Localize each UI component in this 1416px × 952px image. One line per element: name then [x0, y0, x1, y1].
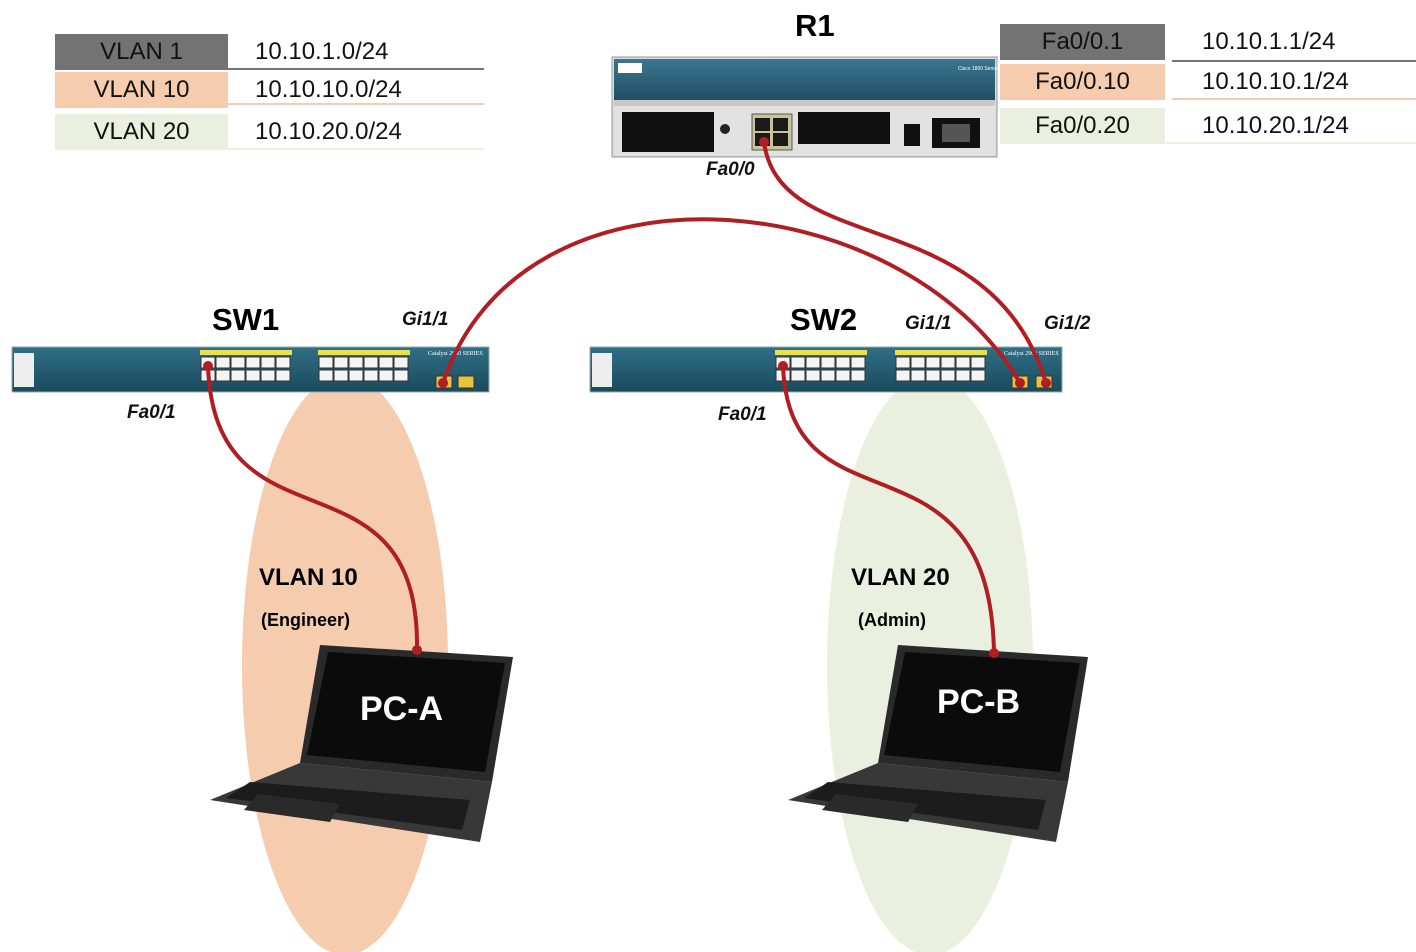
pc-a-role-label: (Engineer): [261, 610, 351, 630]
pc-a-name-label: PC-A: [360, 690, 444, 728]
vlan-table-row: VLAN 10 10.10.10.0/24: [55, 72, 485, 108]
sw2-uplink-port-label: Gi1/1: [905, 313, 952, 334]
vlan-subnet-cell: 10.10.10.0/24: [255, 76, 402, 103]
r1-port-label: Fa0/0: [706, 159, 755, 180]
switch-sw2[interactable]: Catalyst 2960 SERIES: [589, 346, 1063, 393]
vlan-name-cell: VLAN 10: [55, 72, 228, 108]
subif-address-cell: 10.10.1.1/24: [1202, 28, 1336, 55]
sw2-access-port-label: Fa0/1: [718, 404, 767, 425]
vlan-name-cell: VLAN 20: [55, 114, 228, 150]
laptop-pc-a[interactable]: [210, 645, 513, 842]
subif-table-row: Fa0/0.20 10.10.20.1/24: [1000, 108, 1416, 144]
pc-a-vlan-label: VLAN 10: [259, 564, 358, 591]
sw2-model-text: Catalyst 2960 SERIES: [1004, 351, 1059, 357]
router-name-label: R1: [795, 8, 835, 43]
vlan-subnet-cell: 10.10.20.0/24: [255, 118, 402, 145]
sw2-name-label: SW2: [790, 302, 858, 337]
subif-table-row: Fa0/0.1 10.10.1.1/24: [1000, 24, 1416, 60]
subif-name-cell: Fa0/0.20: [1000, 108, 1165, 144]
port-dot-pc-a: [412, 645, 422, 655]
subif-table-row: Fa0/0.10 10.10.10.1/24: [1000, 64, 1416, 100]
subif-name-cell: Fa0/0.1: [1000, 24, 1165, 60]
cable-sw1-sw2-gi1-1: [441, 217, 1022, 385]
sw1-access-port-label: Fa0/1: [127, 402, 176, 423]
pc-b-vlan-label: VLAN 20: [851, 564, 950, 591]
vlan-row-underline: [228, 68, 484, 70]
port-dot-sw1-gi1-1: [438, 378, 448, 388]
cable-r1-sw2-gi1-2: [762, 141, 1048, 384]
sw1-uplink-port-label: Gi1/1: [402, 309, 449, 330]
cable-sw2-pc-b: [781, 365, 996, 654]
cable-sw1-pc-a: [206, 365, 420, 651]
subif-row-underline: [1172, 98, 1416, 100]
port-dot-sw2-gi1-2: [1041, 378, 1051, 388]
subif-name-cell: Fa0/0.10: [1000, 64, 1165, 100]
port-dot-r1-fa0-0: [759, 137, 769, 147]
vlan-row-underline: [220, 148, 484, 150]
sw1-name-label: SW1: [212, 302, 280, 337]
vlan-table-row: VLAN 1 10.10.1.0/24: [55, 34, 485, 70]
vlan-subnet-cell: 10.10.1.0/24: [255, 38, 389, 65]
subif-row-underline: [1172, 60, 1416, 62]
vlan-row-underline: [228, 103, 484, 105]
router-model-text: Cisco 1800 Series: [958, 66, 999, 72]
port-dot-sw1-fa0-1: [203, 361, 213, 371]
subif-address-cell: 10.10.20.1/24: [1202, 112, 1349, 139]
port-dot-sw2-gi1-1: [1015, 378, 1025, 388]
switch-sw1[interactable]: Catalyst 2960 SERIES: [11, 346, 490, 393]
sw2-router-port-label: Gi1/2: [1044, 313, 1091, 334]
port-dot-pc-b: [989, 648, 999, 658]
router-r1[interactable]: Cisco 1800 Series: [611, 56, 999, 158]
subif-row-underline: [1166, 142, 1416, 144]
pc-b-name-label: PC-B: [937, 683, 1021, 721]
port-dot-sw2-fa0-1: [778, 361, 788, 371]
vlan-name-cell: VLAN 1: [55, 34, 228, 70]
vlan-table-row: VLAN 20 10.10.20.0/24: [55, 114, 485, 150]
laptop-pc-b[interactable]: [788, 645, 1088, 842]
pc-b-role-label: (Admin): [858, 610, 926, 630]
subif-address-cell: 10.10.10.1/24: [1202, 68, 1349, 95]
